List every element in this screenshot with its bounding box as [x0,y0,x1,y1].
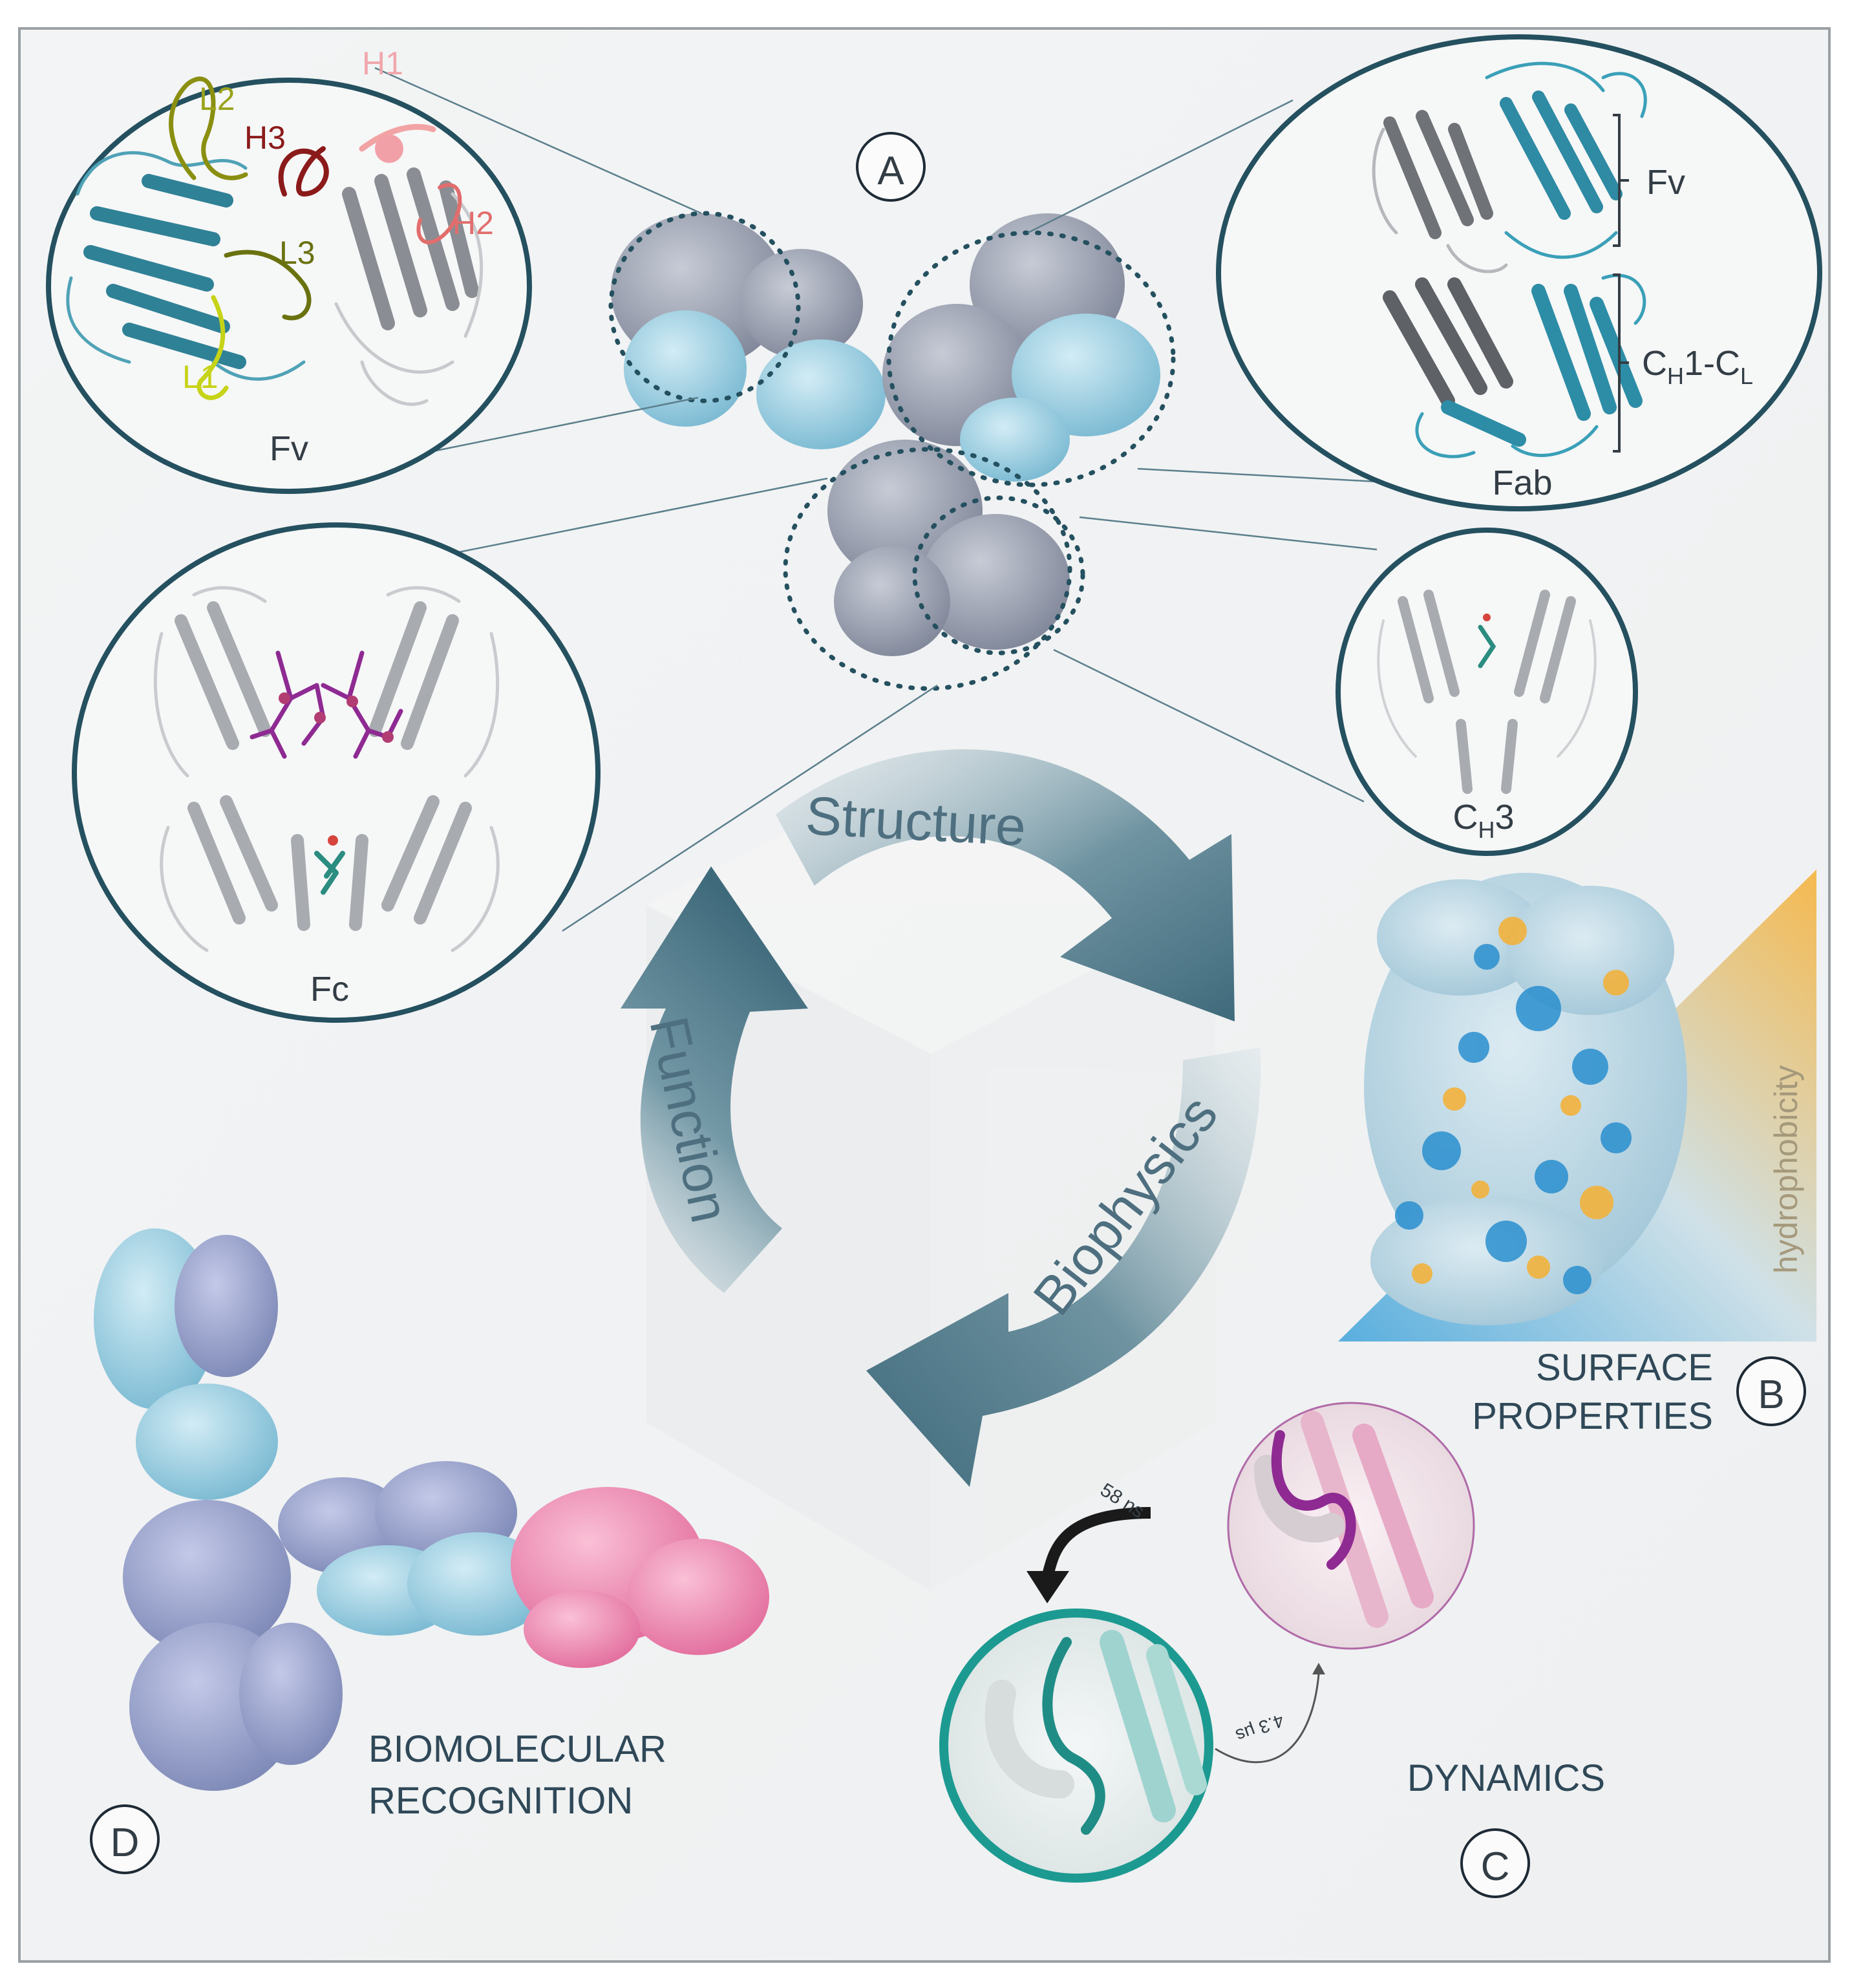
loop-h3-label: H3 [244,120,286,156]
surface-protein [1364,873,1687,1325]
ch3-selection [912,495,1085,656]
cdr-h1-loop [359,123,436,152]
fc-cartoon [153,586,500,952]
cdr-l3-loop [224,250,312,321]
fab-brackets [1613,114,1629,453]
dynamics-panel: 58 ns 4.3 μs DYNAMICS C [939,1402,1605,1898]
surface-panel: hydrophobicity SURFACE PROPERTIES B [1338,870,1816,1437]
panel-b-letter: B [1758,1373,1784,1417]
cdr-h3-loop [278,146,329,197]
ch3-caption: CH3 [1453,798,1514,843]
hydrophobicity-axis-label: hydrophobicity [1768,1065,1804,1274]
function-arrow [621,866,808,1293]
dynamics-label: DYNAMICS [1407,1757,1605,1799]
structure-label: Structure [804,785,1027,857]
cdr-h2-loop [416,183,462,244]
fv-zoom: L2 H3 H1 H2 L3 L1 Fv [46,45,532,494]
fv-selection [608,211,801,403]
dynamics-state-1 [939,1609,1213,1883]
fab-cartoon [1372,61,1647,458]
fab-bracket-fv-label: Fv [1646,163,1685,202]
cdr-l1-loop [197,295,229,400]
cycle-arrows: Structure Biophysics Function [621,749,1261,1487]
fv-cartoon [66,76,484,406]
structure-arrow [776,749,1235,1021]
surface-line2: PROPERTIES [1472,1395,1713,1437]
slow-transition-arrow [1215,1674,1320,1764]
fc-interface-residues [314,851,345,895]
fc-zoom: Fc [72,522,601,1023]
loop-l2-label: L2 [199,81,235,117]
fc-caption: Fc [310,970,349,1009]
recognition-line1: BIOMOLECULAR [368,1728,666,1770]
ch3-cartoon [1377,590,1597,794]
fab-zoom: Fv CH1-CL Fab [1216,34,1822,511]
fab-selection [886,230,1176,487]
fc-selection [783,447,1072,691]
surface-line1: SURFACE [1536,1347,1713,1389]
loop-l3-label: L3 [279,235,315,271]
recognition-complex [94,1228,769,1791]
central-antibody [611,213,1160,656]
panel-a-marker: A [856,132,926,202]
leader-lines [342,67,1378,932]
loop-h1-label: H1 [362,45,403,81]
biophysics-arrow [866,1047,1261,1487]
fast-transition-arrow [1041,1507,1151,1579]
panel-a-letter: A [877,149,904,193]
cdr-l2-loop [169,76,248,180]
recognition-line2: RECOGNITION [368,1780,633,1822]
fc-glycans [250,650,403,759]
fv-caption: Fv [270,429,308,468]
loop-h2-label: H2 [452,205,494,241]
loop-l1-label: L1 [182,359,218,395]
panel-c-marker [1460,1828,1530,1898]
recognition-panel: BIOMOLECULAR RECOGNITION D [90,1228,769,1874]
ch3-zoom: CH3 [1336,528,1638,856]
fab-caption: Fab [1492,464,1552,502]
panel-b-marker [1736,1356,1806,1426]
panel-c-letter: C [1481,1844,1510,1889]
panel-d-marker [90,1804,160,1874]
panel-d-letter: D [111,1821,140,1865]
selection-circles [608,211,1176,691]
fab-bracket-ch1-cl-label: CH1-CL [1642,344,1753,389]
